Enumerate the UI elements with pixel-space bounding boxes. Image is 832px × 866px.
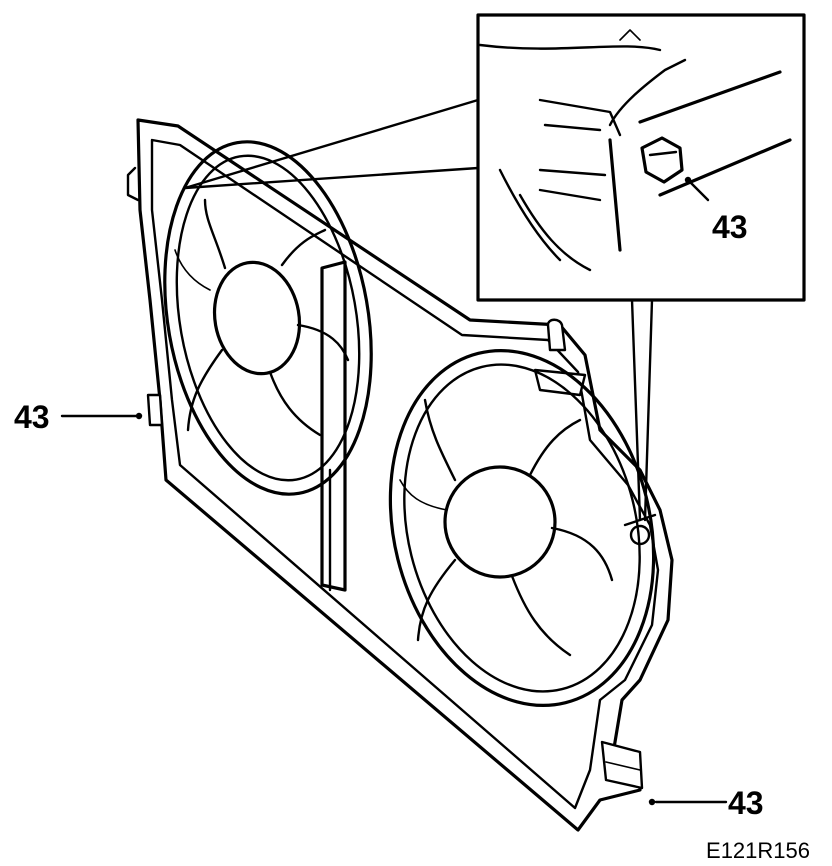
callout-43-detail: 43: [688, 180, 748, 245]
figure-reference-code: E121R156: [706, 838, 810, 863]
callout-43-left: 43: [14, 399, 143, 435]
callout-label-left: 43: [14, 399, 50, 435]
callout-label-detail: 43: [712, 209, 748, 245]
callout-label-bottom-right: 43: [728, 785, 764, 821]
left-fan: [163, 140, 373, 496]
detail-inset: [183, 13, 806, 522]
callout-43-bottom-right: 43: [648, 785, 764, 821]
right-fan: [388, 349, 656, 707]
